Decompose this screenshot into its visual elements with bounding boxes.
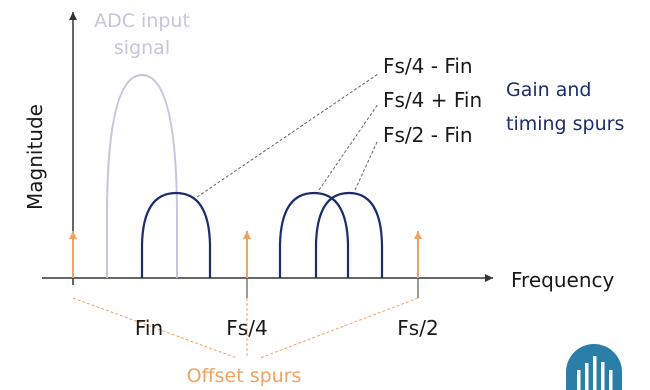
gain-timing-label-line2: timing spurs <box>506 113 624 135</box>
spur-label-fs2-minus-fin: Fs/2 - Fin <box>383 123 473 147</box>
leader-fs2-minus-fin <box>354 139 379 191</box>
x-axis-label: Frequency <box>511 268 614 292</box>
tick-label-fin: Fin <box>135 316 163 340</box>
spur-curve-fs2-minus-fin <box>314 191 384 278</box>
tick-label-fs2: Fs/2 <box>397 316 438 340</box>
input-signal-label-line2: signal <box>114 37 170 59</box>
input-signal-curve <box>106 73 178 278</box>
spur-label-fs4-minus-fin: Fs/4 - Fin <box>383 54 473 78</box>
leader-offset-dc <box>72 297 238 359</box>
spur-curve-fs4-minus-fin <box>140 191 212 278</box>
spur-curve-fs4-plus-fin <box>278 191 350 278</box>
bar-wave-logo-icon <box>566 344 622 390</box>
tick-label-fs4: Fs/4 <box>226 316 267 340</box>
leader-fs4-plus-fin <box>318 103 379 191</box>
y-axis-label: Magnitude <box>23 104 47 210</box>
spur-label-fs4-plus-fin: Fs/4 + Fin <box>383 88 482 112</box>
gain-timing-label-line1: Gain and <box>506 79 591 101</box>
input-signal-label-line1: ADC input <box>94 10 190 32</box>
leader-fs4-minus-fin <box>196 73 379 198</box>
leader-offset-fs2 <box>259 297 419 359</box>
offset-spurs-label: Offset spurs <box>187 365 302 387</box>
